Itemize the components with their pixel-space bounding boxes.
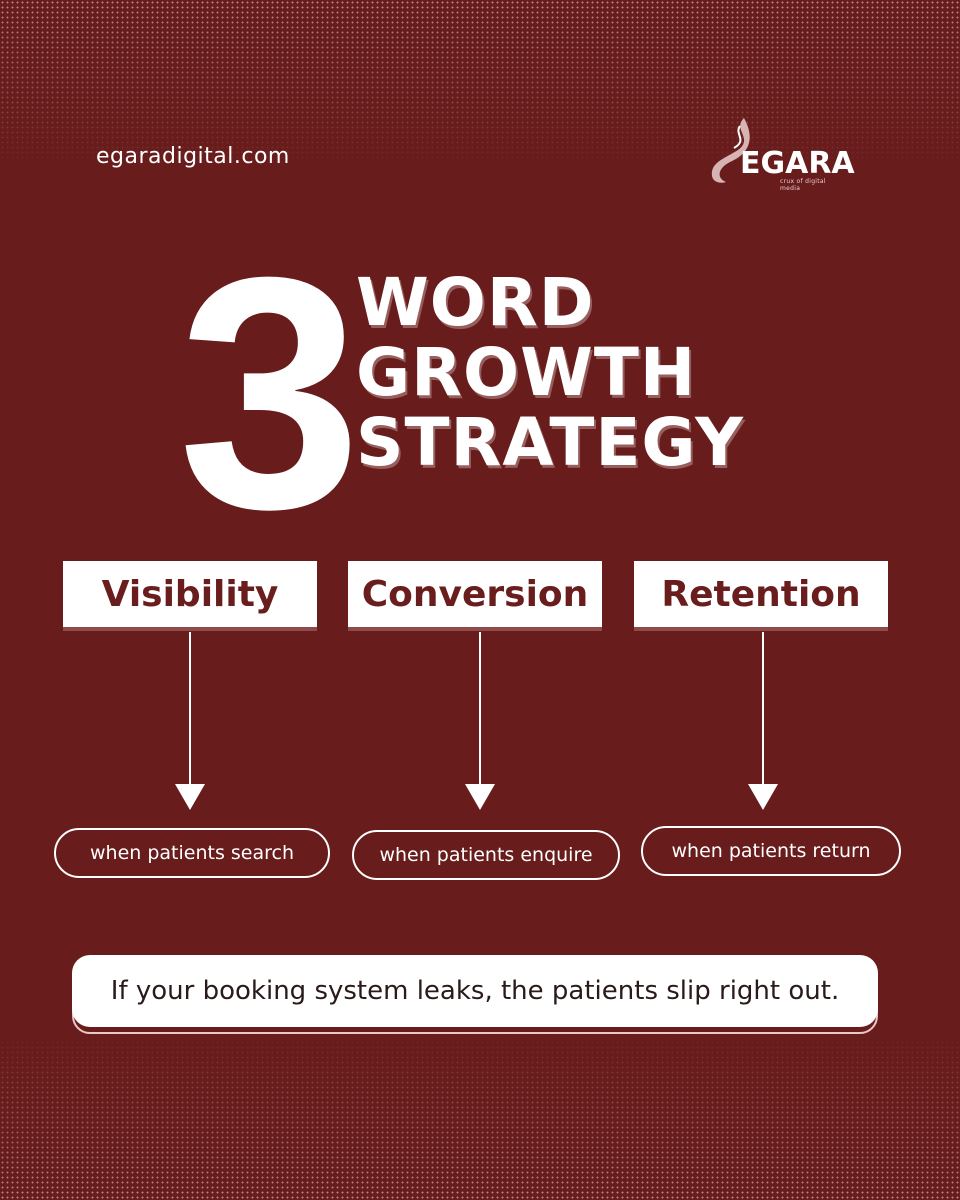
logo-swoosh-icon [711,118,750,183]
step-note-search: when patients search [54,828,330,878]
arrow-down-icon [748,632,778,810]
step-note-return: when patients return [641,826,901,876]
logo-wordmark: EGARA [740,146,855,181]
step-note-enquire: when patients enquire [352,830,620,880]
headline-line-1: WORD [356,264,595,341]
arrow-down-icon [175,632,205,810]
headline-number: 3 [178,208,362,577]
step-box-conversion: Conversion [348,561,602,631]
arrow-down-icon [465,632,495,810]
headline-line-2: GROWTH [356,334,697,411]
dot-pattern-bottom [0,1030,960,1200]
step-box-retention: Retention [634,561,888,631]
logo-tagline: crux of digital media [780,178,826,192]
callout-message: If your booking system leaks, the patien… [72,955,878,1027]
step-box-visibility: Visibility [63,561,317,631]
step-label: Conversion [361,573,589,615]
website-url: egaradigital.com [96,144,290,169]
step-label: Retention [661,573,861,615]
step-label: Visibility [101,573,279,615]
brand-logo: EGARA crux of digital media [704,116,855,192]
headline-line-3: STRATEGY [356,404,744,481]
